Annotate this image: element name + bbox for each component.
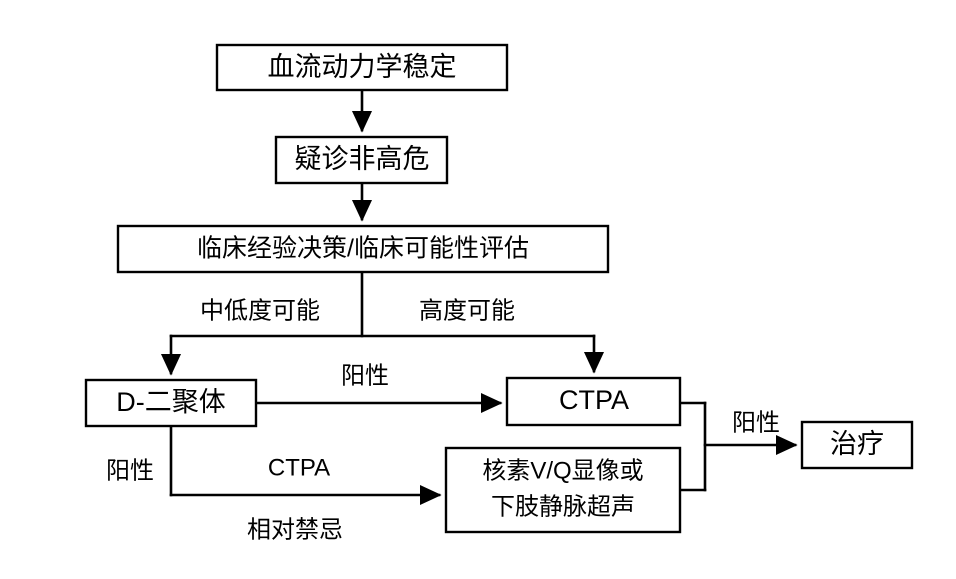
node-treatment[interactable]: 治疗 <box>800 420 914 470</box>
node-label: 血流动力学稳定 <box>268 52 457 82</box>
edge-label-positive-lower-left: 阳性 <box>106 457 154 484</box>
node-ctpa[interactable]: CTPA <box>505 376 682 427</box>
node-box <box>444 446 682 534</box>
node-box <box>274 135 449 185</box>
edge-label-positive-to-treatment: 阳性 <box>732 409 780 436</box>
node-box <box>505 376 682 427</box>
node-hemodynamically-stable[interactable]: 血流动力学稳定 <box>215 43 509 92</box>
node-label-line-2: 下肢静脉超声 <box>491 493 635 520</box>
node-label: 临床经验决策/临床可能性评估 <box>197 235 529 263</box>
connector-group <box>160 88 798 506</box>
node-box <box>215 43 509 92</box>
node-label: 疑诊非高危 <box>295 144 430 174</box>
edge-label-positive-d-dimer: 阳性 <box>341 362 389 389</box>
node-d-dimer[interactable]: D-二聚体 <box>84 378 258 428</box>
node-box <box>800 420 914 470</box>
node-box <box>84 378 258 428</box>
node-label: 治疗 <box>830 429 884 459</box>
edge-label-relative-contraindication: 相对禁忌 <box>247 516 343 543</box>
node-box <box>116 224 610 274</box>
node-suspected-non-high-risk[interactable]: 疑诊非高危 <box>274 135 449 185</box>
node-label: D-二聚体 <box>116 387 226 417</box>
edge-label-ctpa-route: CTPA <box>268 454 330 481</box>
node-clinical-probability-assessment[interactable]: 临床经验决策/临床可能性评估 <box>116 224 610 274</box>
edge-label-low-moderate-probability: 中低度可能 <box>200 297 320 324</box>
edge-label-high-probability: 高度可能 <box>419 297 515 324</box>
node-vq-scan-or-leg-ultrasound[interactable]: 核素V/Q显像或 下肢静脉超声 <box>444 446 682 534</box>
node-label-line-1: 核素V/Q显像或 <box>482 457 643 484</box>
node-label: CTPA <box>559 385 629 415</box>
